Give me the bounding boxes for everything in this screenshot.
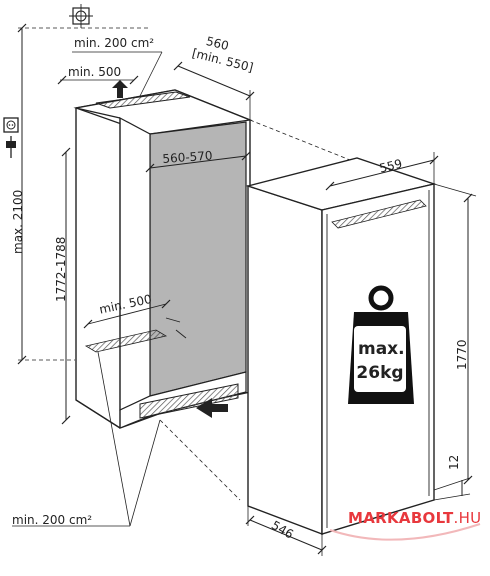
watermark-suffix: .HU bbox=[453, 509, 482, 527]
max-height-label: max. 2100 bbox=[11, 189, 25, 254]
socket-icon bbox=[3, 117, 19, 133]
weight-line2: 26kg bbox=[356, 363, 404, 383]
appliance-height-label: 1770 bbox=[455, 339, 469, 370]
plinth-label: 12 bbox=[447, 454, 461, 470]
watermark: MARKABOLT.HU bbox=[348, 509, 481, 527]
top-depth-label: min. 500 bbox=[68, 65, 122, 79]
top-air-label: min. 200 cm² bbox=[74, 36, 155, 50]
connection-icon bbox=[69, 4, 93, 28]
weight-icon bbox=[348, 285, 414, 404]
niche-height-label: 1772-1788 bbox=[54, 236, 68, 302]
weight-line1: max. bbox=[358, 339, 405, 359]
plug-icon bbox=[6, 136, 16, 158]
watermark-prefix: MARKABOLT bbox=[348, 509, 454, 527]
bottom-air-label: min. 200 cm² bbox=[12, 513, 93, 527]
